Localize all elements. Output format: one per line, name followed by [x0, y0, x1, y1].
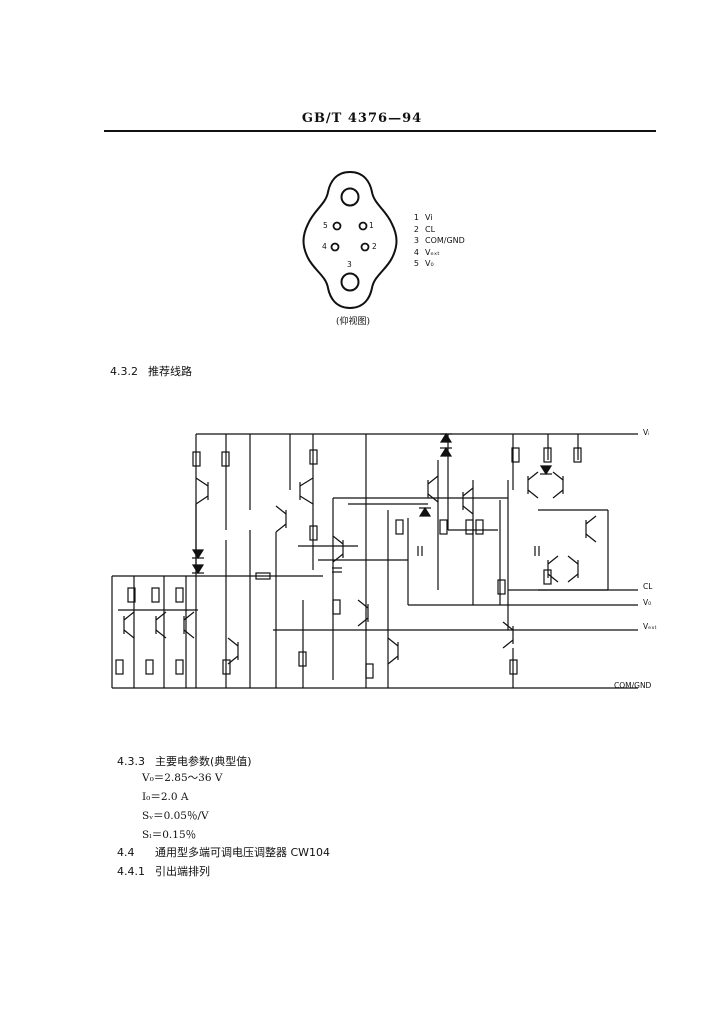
label-vi: Vᵢ: [643, 428, 650, 437]
label-vext: Vₑₓₜ: [643, 622, 657, 631]
label-vo: V₀: [643, 598, 652, 607]
section-number: 4.3.2: [110, 365, 138, 378]
legend-label: Vₑₓₜ: [425, 247, 440, 257]
document-header: GB/T 4376—94: [301, 111, 423, 126]
package-caption: (仰视图): [336, 317, 371, 327]
param-output-current: I₀＝2.0 A: [142, 791, 189, 803]
section-4-3-2: 4.3.2 推荐线路: [110, 363, 192, 379]
section-4-4-1: 4.4.1 引出端排列: [117, 863, 210, 879]
legend-label: V₀: [425, 259, 434, 269]
pin-number-2: 2: [372, 242, 377, 251]
section-4-4: 4.4 通用型多端可调电压调整器 CW104: [117, 844, 330, 860]
section-number: 4.4: [117, 846, 135, 859]
legend-num: 5: [413, 259, 419, 269]
circuit-schematic: [111, 432, 638, 689]
package-outline-diagram: [302, 170, 398, 310]
legend-num: 4: [413, 247, 419, 257]
pin-number-5: 5: [323, 221, 328, 230]
legend-row: 5 V₀: [413, 258, 465, 270]
legend-label: CL: [425, 224, 436, 234]
legend-num: 1: [413, 213, 419, 222]
label-cl: CL: [643, 582, 653, 591]
section-title: 通用型多端可调电压调整器 CW104: [155, 846, 331, 859]
legend-row: 1 Vi: [413, 212, 465, 224]
section-title: 引出端排列: [155, 865, 210, 878]
section-number: 4.3.3: [117, 755, 145, 768]
section-4-3-3: 4.3.3 主要电参数(典型值): [117, 753, 252, 769]
section-title: 推荐线路: [148, 365, 192, 378]
legend-num: 3: [413, 236, 419, 246]
legend-num: 2: [413, 224, 419, 234]
param-load-regulation: Sₗ＝0.15％: [142, 829, 197, 841]
legend-label: COM/GND: [425, 236, 465, 246]
pin-legend: 1 Vi 2 CL 3 COM/GND 4 Vₑₓₜ 5 V₀: [413, 212, 465, 270]
section-number: 4.4.1: [117, 865, 145, 878]
legend-row: 2 CL: [413, 224, 465, 236]
param-line-regulation: Sᵥ＝0.05％/V: [142, 810, 209, 822]
legend-row: 4 Vₑₓₜ: [413, 247, 465, 259]
section-title: 主要电参数(典型值): [155, 755, 252, 768]
legend-row: 3 COM/GND: [413, 235, 465, 247]
pin-number-3: 3: [347, 260, 352, 269]
pin-number-1: 1: [369, 221, 374, 230]
pin-number-4: 4: [322, 242, 327, 251]
label-com-gnd: COM/GND: [614, 681, 652, 690]
param-output-voltage: V₀＝2.85～36 V: [142, 772, 223, 784]
header-rule: [104, 130, 656, 132]
legend-label: Vi: [425, 213, 433, 222]
